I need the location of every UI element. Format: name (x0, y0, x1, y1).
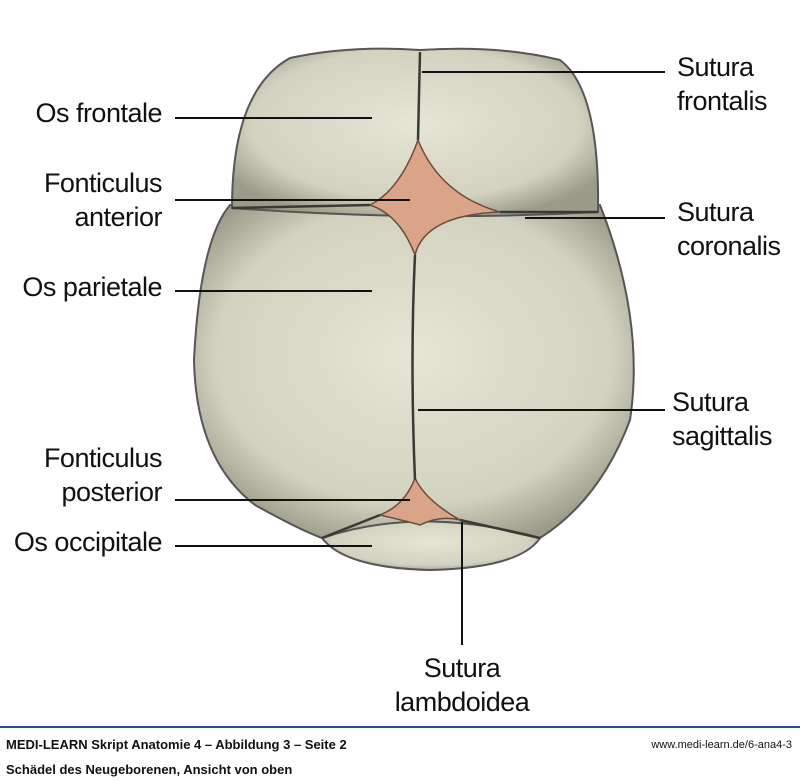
label-line: Sutura (672, 387, 749, 417)
fonticulus-anterior-shape (368, 137, 501, 258)
label-sutura-lambdoidea: Sutura lambdoidea (362, 651, 562, 719)
footer-url[interactable]: www.medi-learn.de/6-ana4-3 (651, 739, 792, 751)
leader-lines (175, 71, 665, 645)
label-os-parietale: Os parietale (22, 272, 162, 302)
label-sutura-sagittalis: Sutura sagittalis (672, 385, 773, 453)
label-os-frontale: Os frontale (35, 98, 162, 128)
label-sutura-frontalis: Sutura frontalis (677, 50, 768, 118)
label-line: Sutura (423, 653, 501, 683)
label-line: Sutura (677, 52, 754, 82)
fonticulus-posterior-shape (377, 476, 461, 526)
label-os-occipitale: Os occipitale (13, 527, 163, 557)
sutures (231, 51, 598, 540)
label-line: Fonticulus (43, 443, 163, 473)
label-line: lambdoidea (394, 687, 530, 717)
footer-title: MEDI-LEARN Skript Anatomie 4 – Abbildung… (6, 737, 347, 752)
label-sutura-coronalis: Sutura coronalis (677, 195, 781, 263)
label-line: sagittalis (672, 421, 773, 451)
label-line: Fonticulus (43, 168, 163, 198)
label-line: frontalis (677, 86, 768, 116)
label-fonticulus-anterior: Fonticulus anterior (43, 166, 163, 234)
label-line: posterior (61, 477, 162, 507)
label-line: coronalis (677, 231, 781, 261)
label-line: Sutura (677, 197, 754, 227)
label-line: anterior (74, 202, 162, 232)
label-fonticulus-posterior: Fonticulus posterior (43, 441, 163, 509)
footer-caption: Schädel des Neugeborenen, Ansicht von ob… (6, 762, 293, 777)
